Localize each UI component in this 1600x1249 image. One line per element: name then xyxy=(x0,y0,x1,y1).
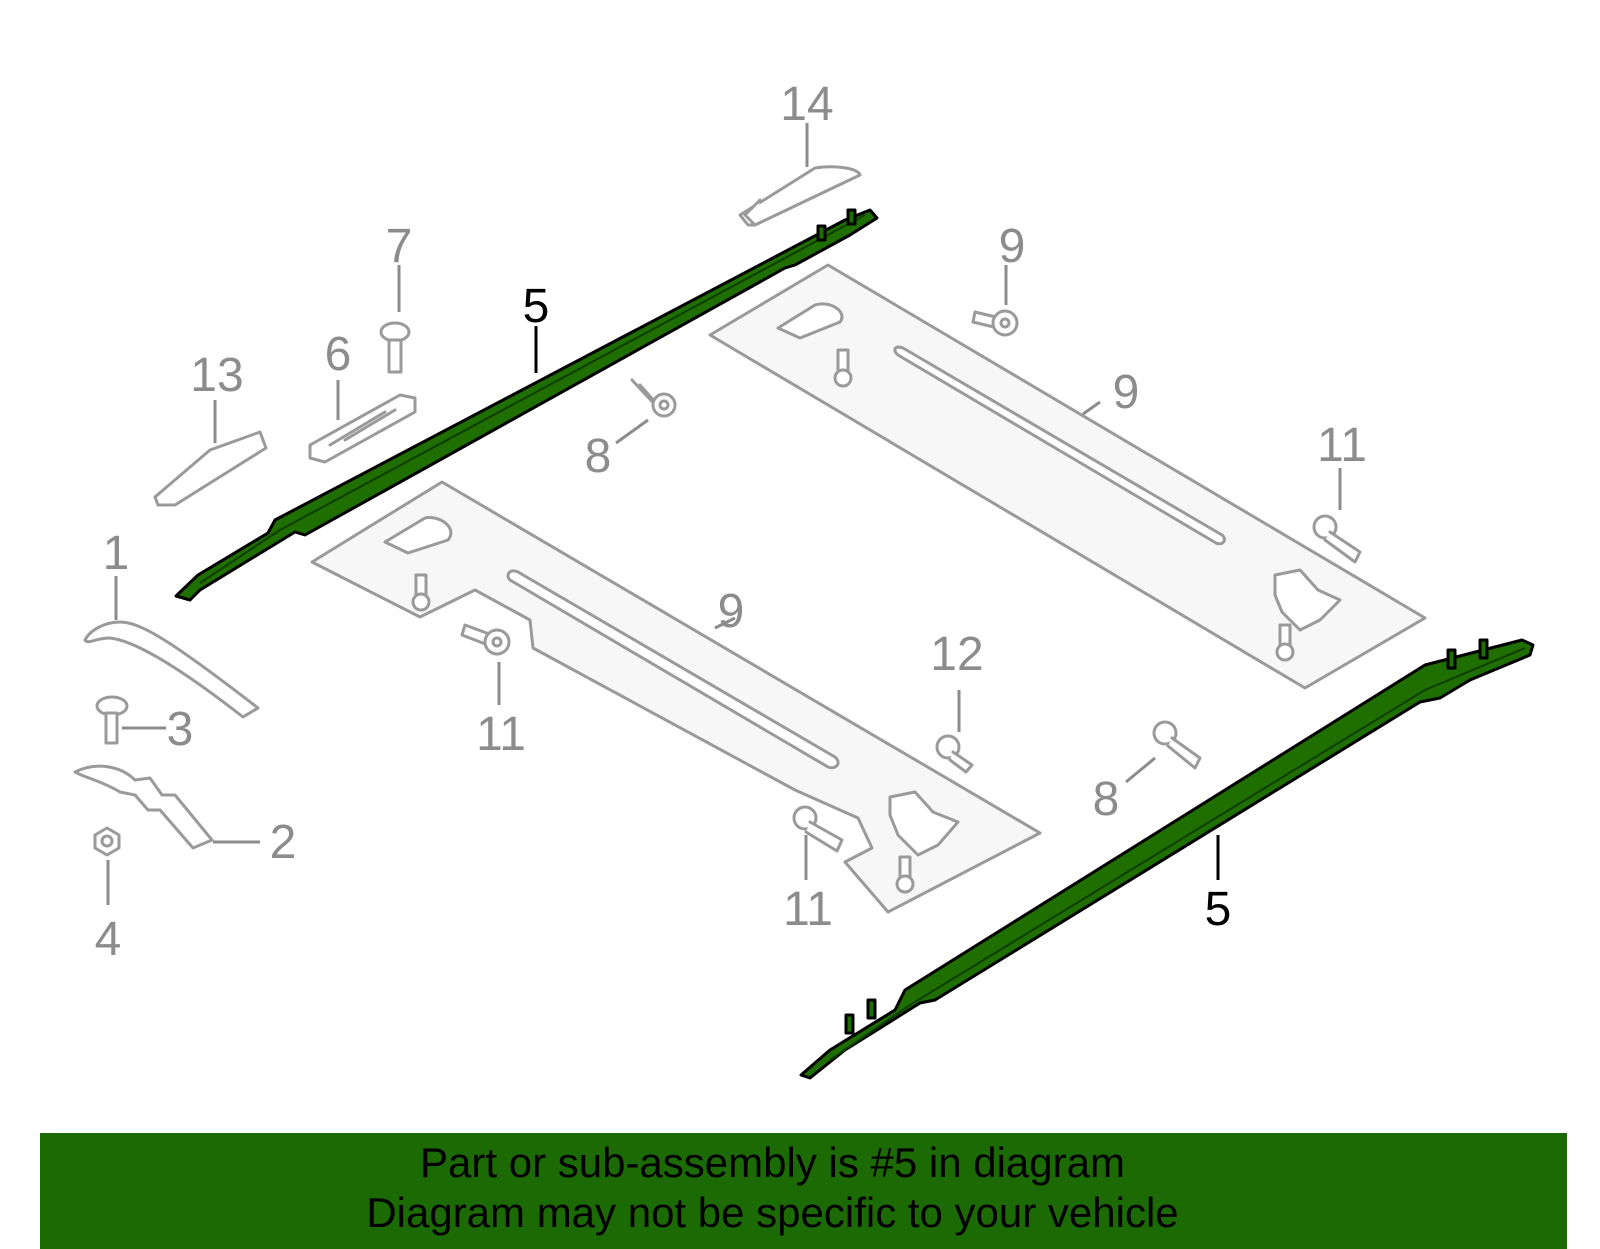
leader-8-lower xyxy=(1125,756,1156,784)
callout-11-mid[interactable]: 11 xyxy=(476,708,526,761)
part-9-crossbar-front[interactable] xyxy=(310,480,1042,914)
banner-line-2: Diagram may not be specific to your vehi… xyxy=(366,1189,1179,1236)
fastener-11-mid[interactable] xyxy=(460,623,511,656)
callout-13[interactable]: 13 xyxy=(190,349,243,402)
part-13-end-cap[interactable] xyxy=(153,430,268,507)
fastener-11-bottom[interactable] xyxy=(792,805,844,853)
callout-14[interactable]: 14 xyxy=(780,78,833,131)
fastener-12-clip[interactable] xyxy=(935,734,974,774)
callout-11-top[interactable]: 9 xyxy=(999,220,1026,273)
callout-2[interactable]: 2 xyxy=(270,816,297,869)
part-6-bracket[interactable] xyxy=(308,393,417,464)
fastener-11-top[interactable] xyxy=(971,309,1019,337)
leader-8-upper xyxy=(615,418,649,445)
callout-8-upper[interactable]: 8 xyxy=(585,430,612,483)
part-2-seal[interactable] xyxy=(73,764,214,850)
part-5-roof-rail-upper[interactable] xyxy=(174,208,879,602)
leader-10 xyxy=(1082,400,1101,416)
part-3-screw[interactable] xyxy=(95,695,129,745)
part-1-trim[interactable] xyxy=(83,620,260,719)
callout-11-bottom[interactable]: 11 xyxy=(783,883,833,936)
part-5-roof-rail-lower[interactable] xyxy=(799,638,1535,1080)
callout-3[interactable]: 3 xyxy=(167,703,194,756)
callout-8-lower[interactable]: 8 xyxy=(1093,773,1120,826)
leader-9 xyxy=(714,616,736,630)
part-14-cap[interactable] xyxy=(738,165,862,227)
callout-5-upper[interactable]: 5 xyxy=(523,280,550,333)
callout-12[interactable]: 12 xyxy=(930,628,983,681)
callout-1[interactable]: 1 xyxy=(103,527,130,580)
part-7-bolt[interactable] xyxy=(379,321,411,374)
callout-6[interactable]: 6 xyxy=(325,328,352,381)
callout-11-right[interactable]: 11 xyxy=(1317,419,1367,472)
callout-10[interactable]: 9 xyxy=(1113,366,1140,419)
fastener-11-right[interactable] xyxy=(1312,514,1362,564)
fastener-8-lower[interactable] xyxy=(1152,720,1202,770)
fastener-8-upper[interactable] xyxy=(630,378,677,418)
banner-line-1: Part or sub-assembly is #5 in diagram xyxy=(420,1139,1125,1186)
part-4-nut[interactable] xyxy=(93,826,121,857)
callout-9[interactable]: 9 xyxy=(718,585,745,638)
info-banner: Part or sub-assembly is #5 in diagram Di… xyxy=(40,1133,1567,1249)
callout-5-lower[interactable]: 5 xyxy=(1205,883,1232,936)
part-10-crossbar-rear[interactable] xyxy=(708,263,1427,690)
callout-7[interactable]: 7 xyxy=(386,220,413,273)
callout-4[interactable]: 4 xyxy=(95,913,122,966)
